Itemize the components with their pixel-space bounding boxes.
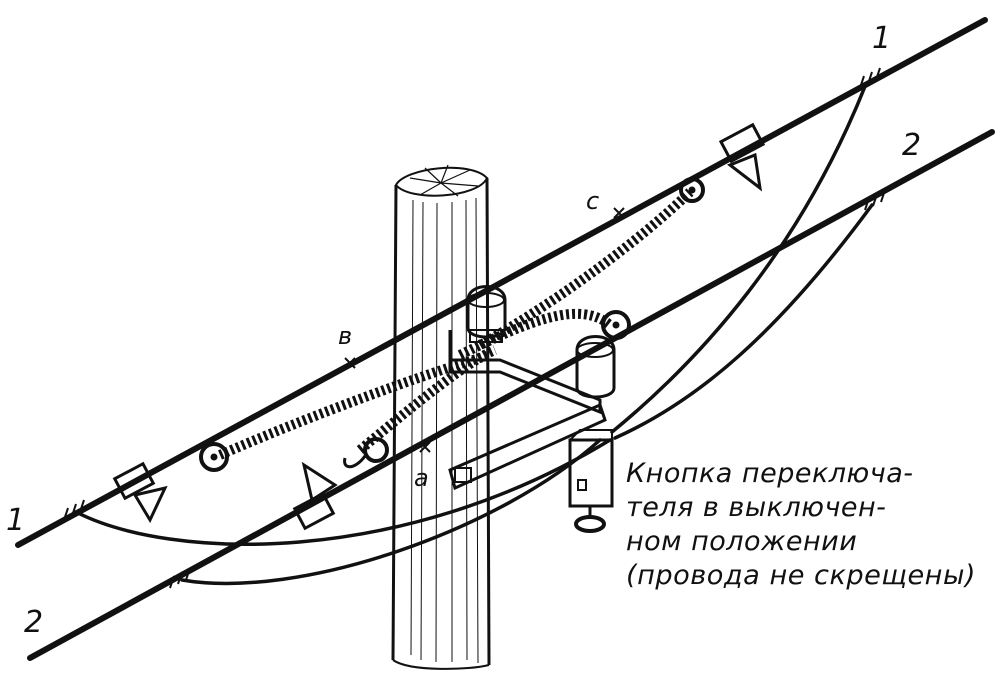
- insulator-right: [575, 335, 616, 399]
- pulley-right: [601, 310, 631, 340]
- point-label-a: a: [414, 464, 429, 492]
- switch-button-icon: [574, 515, 606, 533]
- jumper-wires: [74, 82, 874, 586]
- wire-label-1-right: 1: [872, 21, 891, 56]
- pulley-top: [679, 177, 705, 203]
- pulley-mid: [343, 437, 389, 469]
- point-label-b: в: [338, 322, 352, 350]
- wire-label-2-left: 2: [24, 605, 43, 640]
- caption-line-3: ном положении: [626, 526, 857, 557]
- wire-label-2-right: 2: [902, 128, 921, 163]
- caption-line-1: Кнопка переключа-: [626, 458, 913, 489]
- marker-a: [419, 441, 431, 453]
- bracket-left-1: [112, 461, 168, 524]
- marker-b: [344, 357, 356, 369]
- wire-label-1-left: 1: [6, 503, 25, 538]
- insulator-top: [466, 285, 507, 343]
- point-label-c: с: [586, 187, 599, 215]
- wire-line-2: [27, 129, 995, 661]
- caption-line-4: (провода не скрещены): [626, 560, 976, 591]
- caption: Кнопка переключа- теля в выключен- ном п…: [626, 458, 976, 591]
- marker-c: [613, 207, 625, 219]
- pulley-left: [199, 442, 229, 472]
- bracket-left-2: [292, 461, 338, 531]
- caption-line-2: теля в выключен-: [626, 492, 886, 523]
- wire-bindings: [63, 67, 886, 589]
- wire-line-1: [15, 17, 988, 548]
- bracket-right-1: [718, 122, 766, 192]
- tension-links: [217, 188, 694, 460]
- crossarm: [448, 330, 607, 491]
